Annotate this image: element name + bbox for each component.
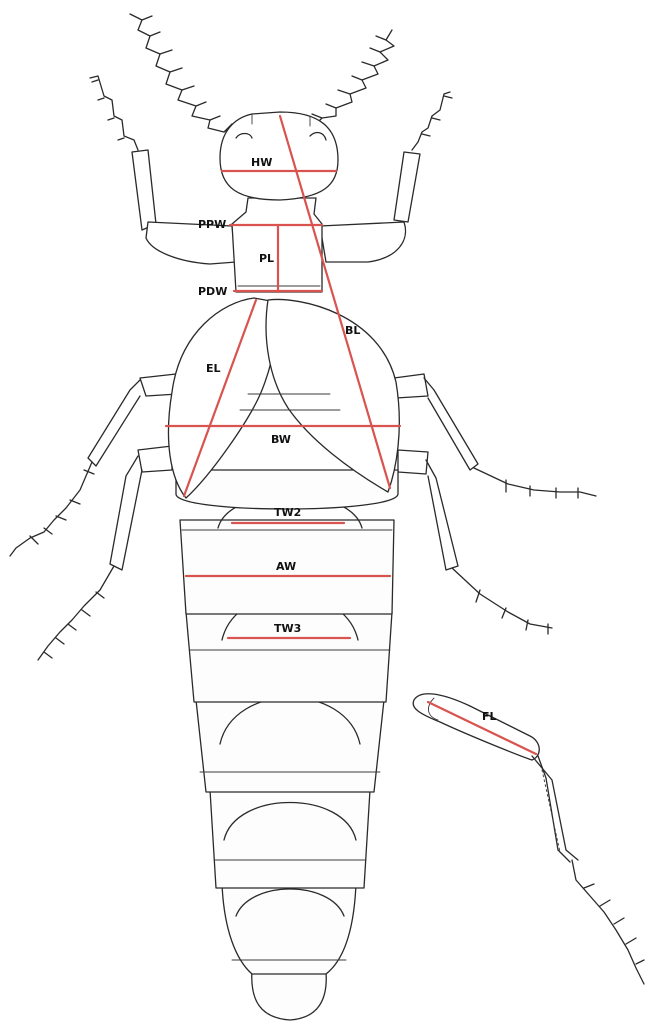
left-front-leg [90,76,236,264]
head [220,112,338,200]
label-bl: BL [345,324,360,337]
left-hind-leg [38,446,172,660]
label-fl: FL [482,710,497,723]
right-middle-leg [394,374,596,498]
right-front-leg [320,92,452,262]
label-pdw: PDW [198,285,227,298]
label-aw: AW [276,560,296,573]
detached-hind-leg [413,694,644,984]
abdomen [180,495,394,1020]
label-bw: BW [271,433,291,446]
label-el: EL [206,362,221,375]
right-antenna [310,30,394,134]
left-antenna [130,14,250,136]
label-ppw: PPW [198,218,226,231]
right-hind-leg [398,450,552,634]
label-hw: HW [251,156,272,169]
label-tw2: TW2 [274,506,301,519]
label-tw3: TW3 [274,622,301,635]
label-pl: PL [259,252,274,265]
